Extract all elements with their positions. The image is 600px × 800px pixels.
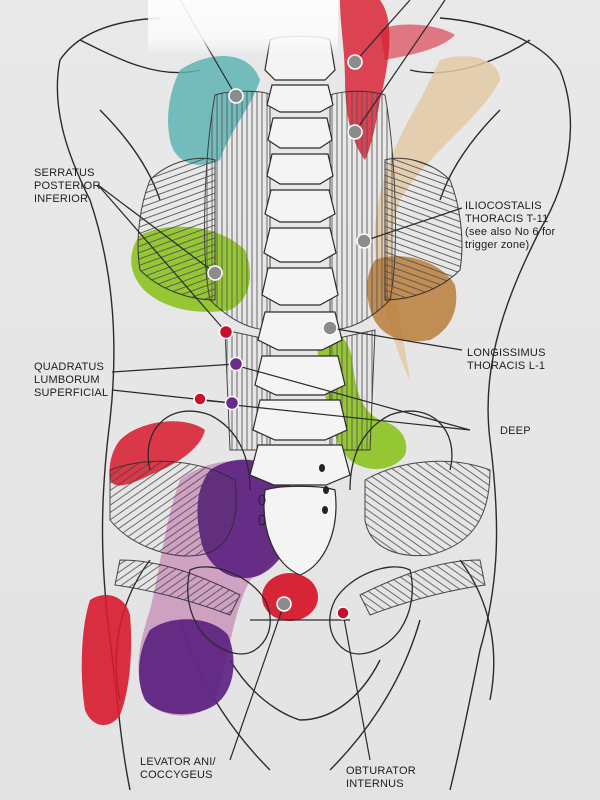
trigger-points xyxy=(193,54,372,620)
label-iliocostalis-thoracis: ILIOCOSTALIS THORACIS T-11 (see also No … xyxy=(465,200,556,251)
trigger-point-grey xyxy=(322,320,338,336)
label-deep: DEEP xyxy=(500,425,531,437)
label-longissimus-thoracis: LONGISSIMUS THORACIS L-1 xyxy=(467,347,546,372)
label-iliocostalis-note-1: (see also No 6 for xyxy=(465,226,556,238)
trigger-point-red xyxy=(193,392,207,406)
trigger-point-red xyxy=(218,324,234,340)
trigger-point-grey xyxy=(207,265,223,281)
trigger-point-purple xyxy=(224,395,240,411)
sacral-foramina xyxy=(258,464,329,526)
label-serratus-posterior-inferior: SERRATUS POSTERIOR INFERIOR xyxy=(34,167,101,205)
trigger-point-purple xyxy=(228,356,244,372)
label-iliocostalis-note-2: trigger zone) xyxy=(465,239,530,251)
leader-lines xyxy=(97,0,471,761)
trigger-point-red xyxy=(336,606,350,620)
glass-reflection xyxy=(148,0,338,55)
label-levator-ani-coccygeus: LEVATOR ANI/ COCCYGEUS xyxy=(140,756,216,781)
purple-thigh-zone xyxy=(138,619,234,715)
trigger-point-grey xyxy=(356,233,372,249)
spine xyxy=(249,35,351,576)
trigger-point-grey xyxy=(347,124,363,140)
label-quadratus-lumborum: QUADRATUS LUMBORUM SUPERFICIAL xyxy=(34,361,109,399)
red-shoulder-zone-2 xyxy=(380,24,455,61)
red-coccyx-zone xyxy=(262,573,318,621)
red-thigh-zone xyxy=(81,595,132,726)
tan-zone xyxy=(374,56,500,380)
pelvis xyxy=(147,410,453,655)
trigger-point-grey xyxy=(228,88,244,104)
label-obturator-internus: OBTURATOR INTERNUS xyxy=(346,765,416,790)
trigger-point-grey xyxy=(347,54,363,70)
trigger-point-grey xyxy=(276,596,292,612)
